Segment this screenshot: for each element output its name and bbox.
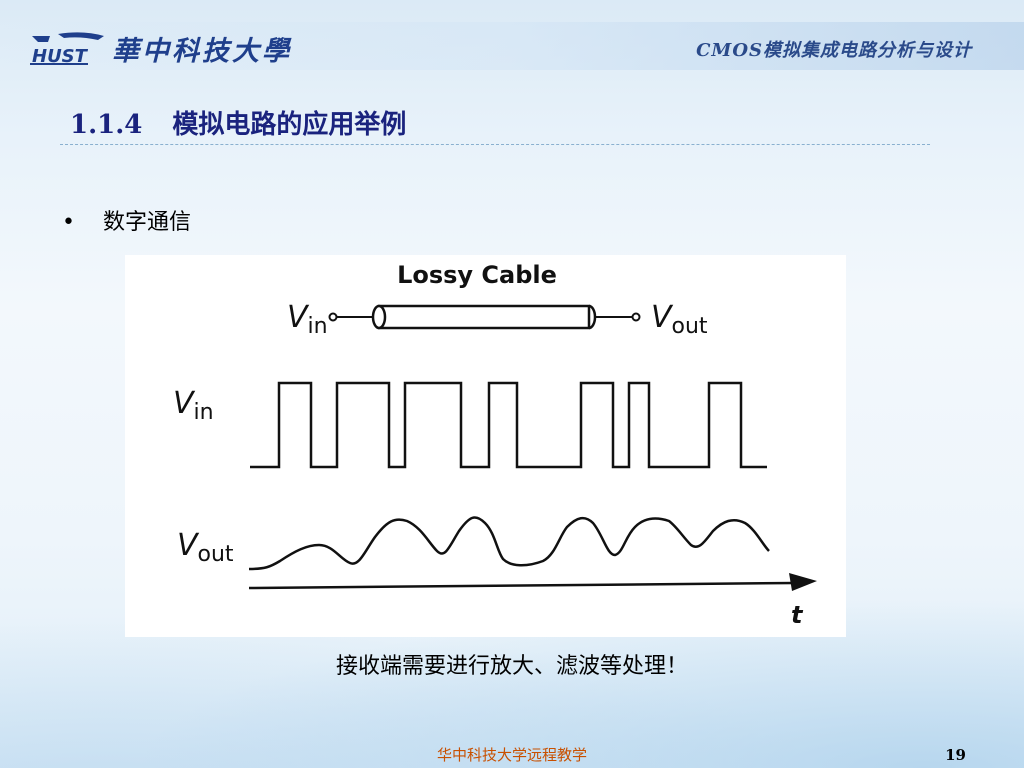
course-title: CMOS模拟集成电路分析与设计 xyxy=(696,40,972,61)
title-divider xyxy=(60,144,930,145)
output-terminal-icon xyxy=(631,312,641,322)
section-title: 1.1.4 模拟电路的应用举例 xyxy=(70,104,406,141)
signal-figure: Lossy Cable Vin Vout Vin Vout t xyxy=(125,255,846,637)
cable-icon xyxy=(371,304,597,330)
vin-terminal-label: Vin xyxy=(287,300,328,339)
section-title-text: 模拟电路的应用举例 xyxy=(172,110,407,140)
vout-waveform xyxy=(248,516,770,571)
bullet-text: 数字通信 xyxy=(102,210,191,235)
figure-caption: 接收端需要进行放大、滤波等处理！ xyxy=(335,654,688,679)
footer-institution: 华中科技大学远程教学 xyxy=(436,746,587,764)
vout-terminal-label: Vout xyxy=(651,300,708,339)
page-number: 19 xyxy=(945,746,966,764)
bullet-item: • 数字通信 xyxy=(62,204,191,236)
header-band xyxy=(0,22,1024,70)
time-axis xyxy=(248,581,796,590)
vin-waveform xyxy=(250,381,767,469)
university-name: 華中科技大學 xyxy=(112,36,292,67)
time-axis-label: t xyxy=(791,601,804,629)
logo-text: HUST xyxy=(32,46,89,66)
bullet-symbol: • xyxy=(62,210,75,235)
input-terminal-icon xyxy=(328,312,338,322)
section-number: 1.1.4 xyxy=(70,110,143,140)
cable-label: Lossy Cable xyxy=(397,261,557,289)
university-logo: HUST xyxy=(28,30,108,67)
time-axis-arrow-icon xyxy=(789,573,817,591)
vin-wave-label: Vin xyxy=(173,386,214,425)
vout-wave-label: Vout xyxy=(177,528,234,567)
